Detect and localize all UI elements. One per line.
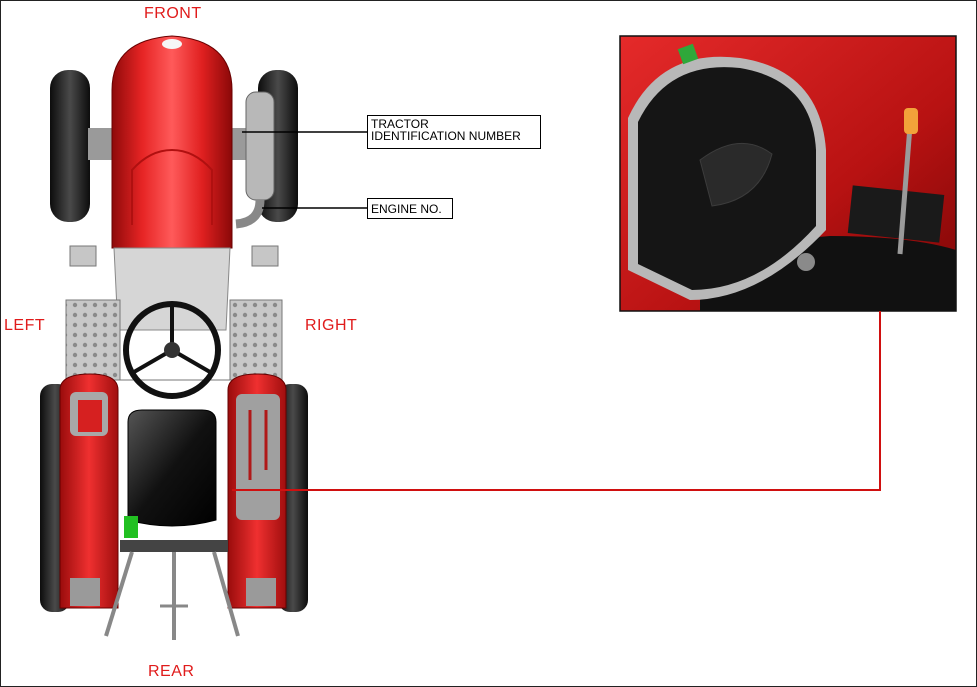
left-fender bbox=[59, 373, 119, 609]
steering-wheel bbox=[123, 301, 221, 399]
front-left-tire bbox=[50, 70, 90, 222]
left-label: LEFT bbox=[4, 317, 46, 334]
exhaust-muffler bbox=[235, 91, 275, 229]
left-lamp bbox=[69, 245, 97, 267]
tractor-id-number-callout: TRACTOR IDENTIFICATION NUMBER bbox=[367, 115, 541, 149]
right-lamp bbox=[251, 245, 279, 267]
front-label: FRONT bbox=[144, 5, 202, 22]
tin-line-1: TRACTOR bbox=[371, 117, 429, 131]
right-label: RIGHT bbox=[305, 317, 358, 334]
hood bbox=[111, 35, 233, 249]
inset-detail-image bbox=[619, 35, 957, 312]
engine-number-callout: ENGINE NO. bbox=[367, 198, 453, 219]
inset-leader-line bbox=[232, 311, 881, 491]
rear-hitch bbox=[104, 516, 240, 640]
rear-label: REAR bbox=[148, 663, 195, 680]
tin-line-2: IDENTIFICATION NUMBER bbox=[371, 129, 521, 143]
operator-seat bbox=[127, 409, 217, 527]
